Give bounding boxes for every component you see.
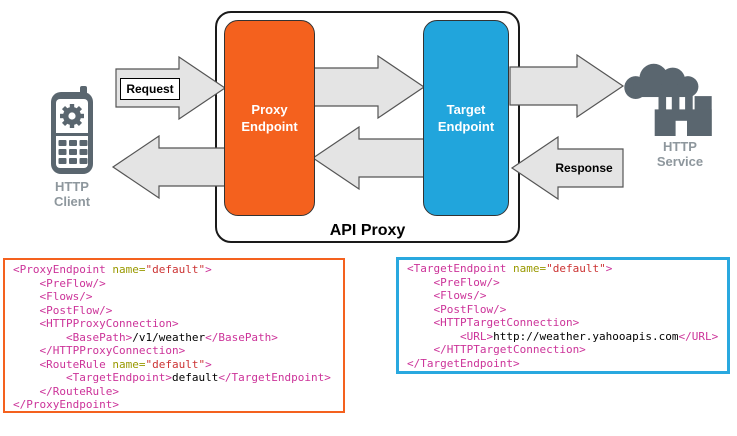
http-client-label: HTTP Client bbox=[38, 179, 106, 209]
http-service-label-line2: Service bbox=[656, 154, 704, 169]
http-service-label: HTTP Service bbox=[645, 139, 715, 169]
mobile-phone-icon bbox=[50, 86, 96, 181]
proxy-endpoint-block: Proxy Endpoint bbox=[224, 20, 315, 216]
http-service-label-line1: HTTP bbox=[663, 139, 697, 154]
request-label: Request bbox=[120, 78, 180, 100]
proxy-to-target-arrow-icon bbox=[312, 54, 426, 120]
proxy-to-client-return-arrow-icon bbox=[111, 134, 227, 200]
proxy-endpoint-code-block: <ProxyEndpoint name="default"> <PreFlow/… bbox=[3, 258, 345, 413]
target-to-service-arrow-icon bbox=[509, 53, 625, 119]
target-endpoint-code-block: <TargetEndpoint name="default"> <PreFlow… bbox=[396, 257, 730, 374]
response-label: Response bbox=[555, 161, 613, 175]
target-endpoint-block: Target Endpoint bbox=[423, 20, 509, 216]
target-endpoint-label-line2: Endpoint bbox=[437, 119, 495, 134]
proxy-endpoint-label-line2: Endpoint bbox=[241, 119, 298, 134]
target-to-proxy-return-arrow-icon bbox=[311, 125, 425, 191]
api-proxy-title: API Proxy bbox=[329, 222, 406, 239]
http-client-label-line2: Client bbox=[53, 194, 91, 209]
http-client-label-line1: HTTP bbox=[55, 179, 89, 194]
response-arrow-icon bbox=[510, 135, 624, 201]
proxy-endpoint-label-line1: Proxy bbox=[251, 102, 288, 117]
target-endpoint-label-line1: Target bbox=[446, 102, 486, 117]
factory-icon bbox=[620, 60, 716, 141]
